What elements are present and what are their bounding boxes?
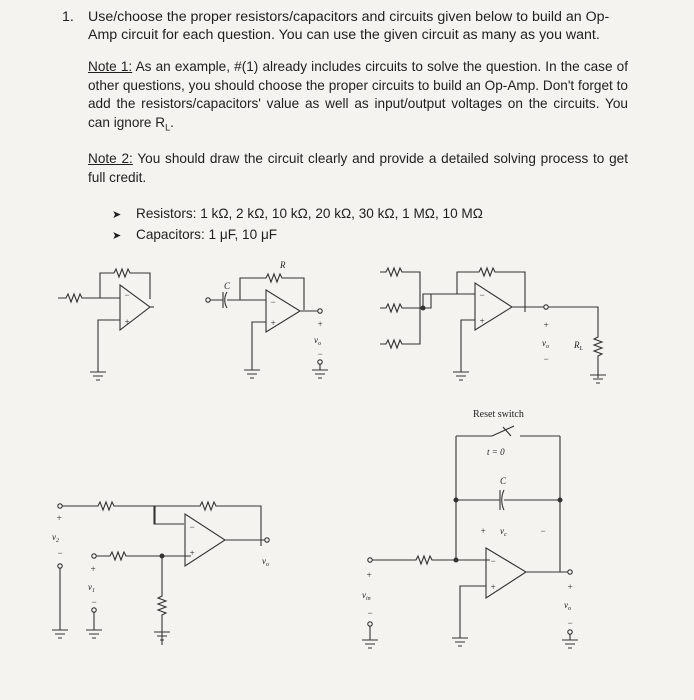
input-capacitor [210,291,240,309]
vc-label: vc [500,526,507,538]
question-number: 1. [62,9,74,25]
svg-text:−: − [124,290,130,300]
reset-switch-icon [491,425,515,437]
vo-label: vo [314,335,321,347]
op-amp-icon [184,512,227,568]
feedback-resistor [154,500,262,546]
inverting-amp-circuit: − + [58,267,154,381]
ground-icon [52,568,68,639]
input-resistor-2 [380,302,420,314]
svg-text:+: + [189,548,195,558]
op-amp-icon [474,281,514,331]
svg-text:+: + [90,564,96,574]
question-text: Use/choose the proper resistors/capacito… [88,9,610,43]
v1-label: v1 [88,582,95,594]
ground-icon [452,637,468,647]
svg-text:+: + [124,317,130,327]
r-label: R [279,260,286,270]
v2-label: v2 [52,532,59,544]
ground-icon [244,369,260,379]
svg-text:vo: vo [262,556,269,568]
svg-text:−: − [270,297,276,307]
list-item: ➤ Resistors: 1 kΩ, 2 kΩ, 10 kΩ, 20 kΩ, 3… [112,204,483,225]
ground-resistor [156,556,168,645]
svg-text:+: + [366,570,372,580]
svg-text:−: − [567,618,573,628]
vin-label: vin [362,590,371,602]
svg-text:+: + [543,320,549,330]
note-1-label: Note 1: [88,59,133,74]
arrow-bullet-icon: ➤ [112,230,122,242]
svg-text:−: − [540,526,546,536]
svg-text:−: − [490,556,496,566]
ground-icon [312,364,328,379]
input-resistor-3 [380,308,421,350]
ground-icon [453,371,469,381]
components-list: ➤ Resistors: 1 kΩ, 2 kΩ, 10 kΩ, 20 kΩ, 3… [112,204,483,246]
difference-amp-circuit: − + vo + v2 − + v1 − [52,500,270,645]
t0-label: t = 0 [487,447,505,457]
resistors-text: Resistors: 1 kΩ, 2 kΩ, 10 kΩ, 20 kΩ, 30 … [136,206,483,221]
note-2-label: Note 2: [88,151,133,166]
integrator-capacitor [456,489,560,511]
capacitors-text: Capacitors: 1 μF, 10 μF [136,227,278,242]
c-label: C [224,281,231,291]
svg-text:−: − [57,548,63,558]
integrator-circuit: Reset switch t = 0 C + vc − − + + vin − [362,409,578,649]
op-amp-icon [265,289,302,333]
svg-text:−: − [543,354,549,364]
input-resistor-v1 [96,550,191,562]
load-resistor [548,306,604,378]
svg-text:−: − [317,349,323,359]
svg-text:vo: vo [542,338,549,350]
list-item: ➤ Capacitors: 1 μF, 10 μF [112,225,483,246]
note-1: Note 1: As an example, #(1) already incl… [88,58,628,137]
ground-icon [562,634,578,649]
ground-icon [86,612,102,639]
rl-label: RL [573,340,584,352]
reset-switch-label: Reset switch [473,409,524,420]
input-resistor [372,554,490,566]
svg-text:C: C [500,476,507,486]
op-amp-icon [485,547,528,600]
input-resistor-1 [380,266,421,308]
note-1-text: As an example, #(1) already includes cir… [88,59,629,130]
ground-icon [590,374,606,384]
svg-text:+: + [56,513,62,523]
svg-text:−: − [367,608,373,618]
feedback-resistor [99,267,151,299]
note-1-sub: L [165,122,171,133]
svg-text:+: + [270,318,276,328]
svg-text:−: − [189,522,195,532]
summing-amp-circuit: − + + vo − RL [380,266,606,384]
differentiator-circuit: C R − + + vo − [205,260,328,379]
note-2-text: You should draw the circuit clearly and … [88,151,629,185]
ground-icon [362,626,378,649]
input-resistor [58,292,100,304]
svg-text:−: − [479,290,485,300]
svg-text:−: − [91,597,97,607]
svg-text:+: + [317,319,323,329]
feedback-resistor [239,272,305,310]
svg-text:vo: vo [564,600,571,612]
note-1-end: . [170,114,174,130]
arrow-bullet-icon: ➤ [112,209,122,221]
svg-text:+: + [567,582,573,592]
input-resistor-v2 [62,500,184,525]
ground-icon [90,371,106,381]
op-amp-icon [119,283,151,332]
svg-text:+: + [490,582,496,592]
ground-icon [154,631,170,641]
note-2: Note 2: You should draw the circuit clea… [88,150,628,187]
svg-text:+: + [480,526,486,536]
svg-text:+: + [479,316,485,326]
